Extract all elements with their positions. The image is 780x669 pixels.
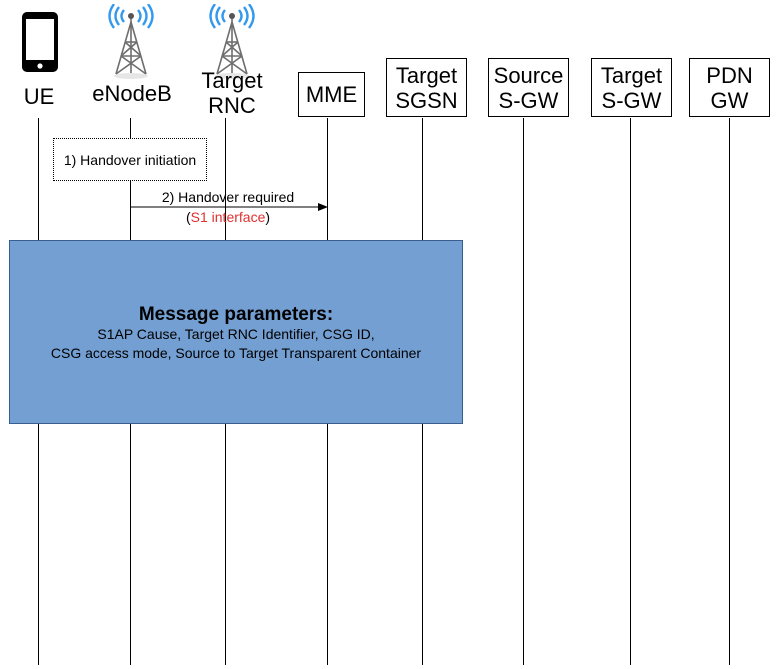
mobile-phone-icon	[22, 12, 58, 72]
step-handover-required-label: 2) Handover required	[161, 189, 295, 205]
handover-required-arrow	[130, 203, 328, 211]
message-parameters-line-2: CSG access mode, Source to Target Transp…	[50, 345, 422, 361]
cell-tower-icon	[209, 4, 255, 79]
cell-tower-icon	[108, 4, 154, 79]
entity-label-enodeb: eNodeB	[92, 81, 172, 106]
message-parameters-line-1: S1AP Cause, Target RNC Identifier, CSG I…	[97, 326, 375, 342]
step-handover-initiation: 1) Handover initiation	[53, 138, 207, 181]
message-parameters-title: Message parameters:	[138, 304, 334, 325]
lifeline-target-sgw	[630, 118, 631, 665]
step-interface-label: (S1 interface)	[130, 209, 326, 225]
entity-box-mme: MME	[298, 72, 365, 117]
interface-paren-open: (	[185, 209, 191, 225]
entity-label-target-rnc: Target RNC	[201, 68, 263, 118]
lifeline-source-sgw	[523, 118, 524, 665]
interface-name: S1 interface	[190, 209, 266, 225]
entity-box-source-sgw: Source S-GW	[488, 58, 569, 117]
entity-box-target-sgsn: Target SGSN	[386, 58, 467, 117]
entity-box-pdn-gw: PDN GW	[689, 58, 770, 117]
interface-paren-close: )	[265, 209, 271, 225]
lifeline-pdn-gw	[729, 118, 730, 665]
message-parameters-box: Message parameters: S1AP Cause, Target R…	[9, 240, 463, 424]
entity-label-ue: UE	[23, 84, 55, 109]
entity-box-target-sgw: Target S-GW	[591, 58, 672, 117]
